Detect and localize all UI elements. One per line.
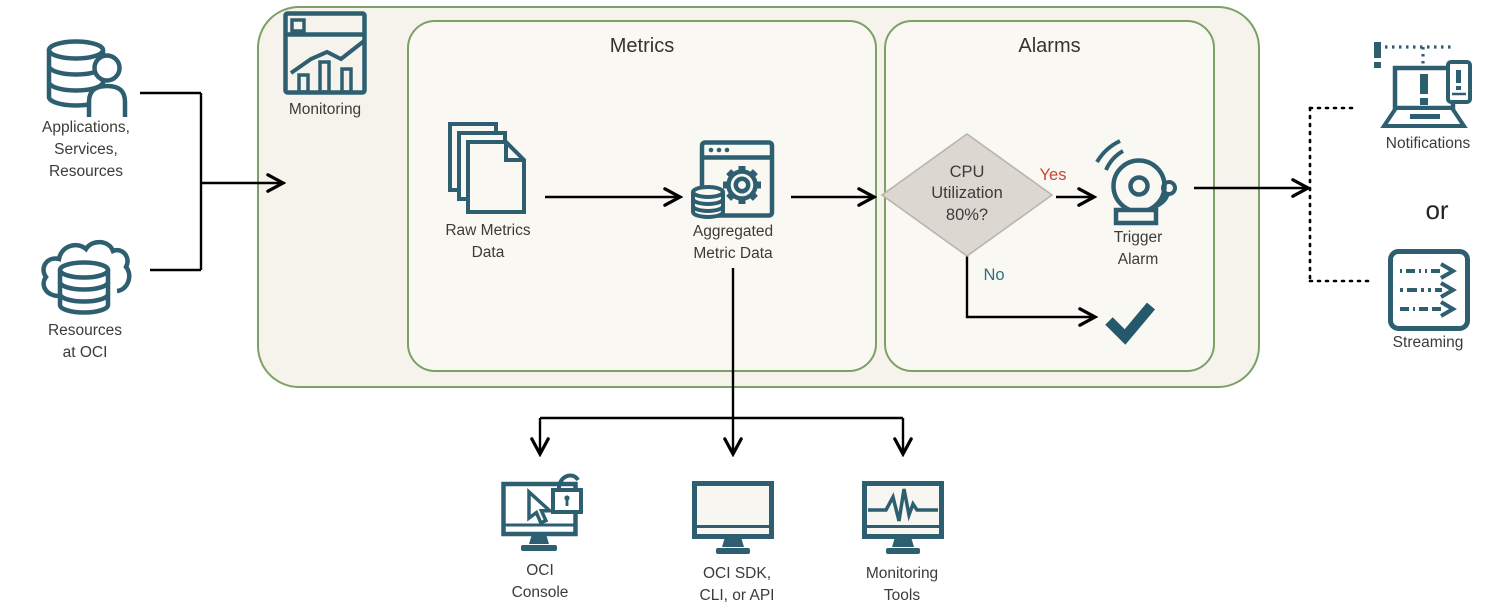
decision-diamond: [880, 133, 1054, 257]
streaming-icon: [1388, 249, 1470, 331]
oci-console-icon: [501, 473, 583, 551]
yes-label: Yes: [1039, 166, 1067, 184]
aggregated-metric-icon: [691, 140, 775, 219]
trigger-alarm-label: Trigger Alarm: [1113, 229, 1163, 268]
monitoring-label: Monitoring: [288, 101, 362, 118]
no-label: No: [983, 266, 1005, 284]
oci-resources-label: Resources at OCI: [47, 322, 123, 361]
oci-console-label: OCI Console: [511, 562, 569, 601]
raw-metrics-label: Raw Metrics Data: [445, 222, 531, 261]
aggregated-label: Aggregated Metric Data: [692, 223, 774, 262]
gear-icon: [723, 166, 761, 204]
streaming-label: Streaming: [1392, 334, 1464, 351]
monitoring-tools-icon: [862, 481, 944, 554]
oci-sdk-icon: [692, 481, 774, 554]
applications-label: Applications, Services, Resources: [42, 119, 130, 180]
raw-metrics-icon: [448, 122, 526, 214]
or-label: or: [1425, 195, 1449, 225]
applications-resources-icon: [46, 39, 128, 117]
notifications-icon: [1374, 42, 1472, 128]
cursor-icon: [527, 488, 555, 526]
oci-resources-icon: [41, 239, 132, 315]
decision-label: CPU Utilization 80%?: [931, 163, 1003, 224]
oci-sdk-label: OCI SDK, CLI, or API: [699, 565, 775, 604]
metrics-title: Metrics: [609, 35, 675, 57]
trigger-alarm-icon: [1095, 139, 1177, 226]
alarms-title: Alarms: [1018, 35, 1081, 57]
monitoring-tools-label: Monitoring Tools: [865, 565, 939, 604]
pulse-line: [868, 488, 938, 522]
padlock-shackle: [557, 473, 580, 491]
check-icon: [1105, 302, 1156, 345]
monitoring-icon: [283, 11, 367, 95]
notifications-label: Notifications: [1385, 135, 1471, 152]
no-arrow: [965, 256, 1095, 317]
